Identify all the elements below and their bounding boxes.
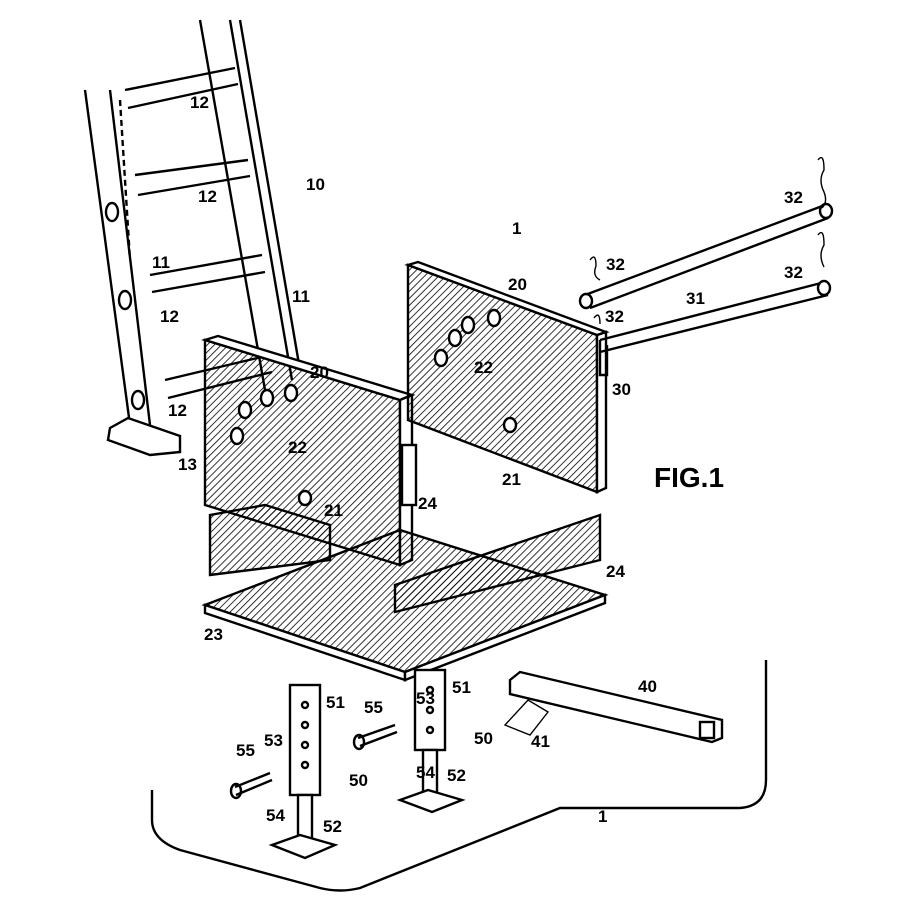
ground-outline <box>150 660 768 892</box>
label-23: 23 <box>204 625 223 644</box>
label-31: 31 <box>686 289 705 308</box>
label-20: 20 <box>508 275 527 294</box>
label-53: 53 <box>264 731 283 750</box>
leg-right <box>352 668 466 814</box>
label-12: 12 <box>168 401 187 420</box>
label-1: 1 <box>512 219 521 238</box>
label-54: 54 <box>266 806 285 825</box>
label-53: 53 <box>416 689 435 708</box>
label-21: 21 <box>502 470 521 489</box>
leg-left <box>229 683 339 860</box>
label-32: 32 <box>784 263 803 282</box>
left-wall-bracket <box>400 443 418 507</box>
label-12: 12 <box>198 187 217 206</box>
label-11: 11 <box>152 253 170 272</box>
hitch-bar <box>503 670 724 744</box>
label-21: 21 <box>324 501 343 520</box>
label-51: 51 <box>452 678 471 697</box>
right-side-wall <box>393 513 602 614</box>
label-50: 50 <box>349 771 368 790</box>
label-54: 54 <box>416 763 435 782</box>
label-11: 11 <box>292 287 310 306</box>
label-55: 55 <box>236 741 255 760</box>
label-1-ground: 1 <box>598 807 607 826</box>
label-24: 24 <box>418 494 437 513</box>
label-41: 41 <box>531 732 550 751</box>
label-51: 51 <box>326 693 345 712</box>
label-32: 32 <box>784 188 803 207</box>
label-12: 12 <box>160 307 179 326</box>
label-50: 50 <box>474 729 493 748</box>
label-40: 40 <box>638 677 657 696</box>
label-32: 32 <box>605 307 624 326</box>
label-32: 32 <box>606 255 625 274</box>
label-52: 52 <box>323 817 342 836</box>
label-12: 12 <box>190 93 209 112</box>
label-24: 24 <box>606 562 625 581</box>
label-20: 20 <box>310 363 329 382</box>
label-52: 52 <box>447 766 466 785</box>
label-13: 13 <box>178 455 197 474</box>
label-30: 30 <box>612 380 631 399</box>
label-22: 22 <box>474 358 493 377</box>
label-10: 10 <box>306 175 325 194</box>
rods <box>578 156 834 377</box>
reference-labels: 12 12 12 12 10 11 11 13 1 20 20 22 22 21… <box>152 93 803 836</box>
left-side-wall <box>208 503 332 577</box>
label-22: 22 <box>288 438 307 457</box>
label-55: 55 <box>364 698 383 717</box>
figure-title: FIG.1 <box>654 462 724 493</box>
